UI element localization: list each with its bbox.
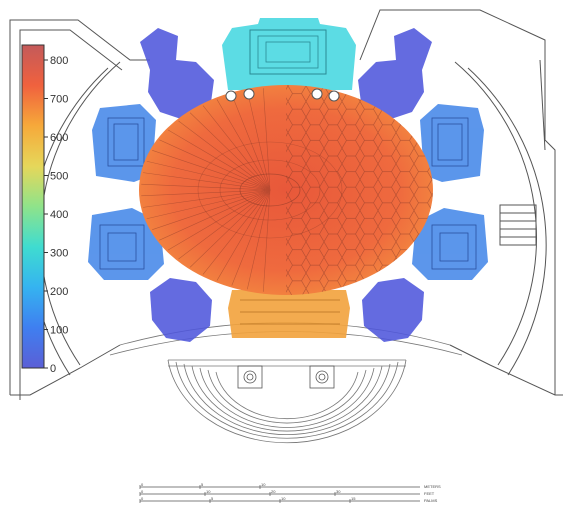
colorbar-tick-label: 0 — [50, 363, 56, 375]
colorbar-tick-label: 400 — [50, 209, 68, 221]
scale-tick-label: 0 — [141, 489, 144, 494]
north-chapel-zone — [222, 18, 356, 90]
scale-tick-label: 10 — [206, 489, 211, 494]
scale-tick-label: 5 — [201, 482, 204, 487]
scale-tick-label: 5 — [211, 496, 214, 501]
scale-unit-label: METERS — [424, 484, 441, 489]
floorplan-walls — [9, 9, 563, 400]
colorbar-tick-label: 200 — [50, 286, 68, 298]
colorbar: 0 100 200 300 400 500 600 700 800 — [21, 44, 68, 375]
apse-steps — [109, 322, 463, 444]
corner-chapel-zones — [140, 28, 432, 342]
colorbar-tick-label: 800 — [50, 55, 68, 67]
side-chapel-details — [99, 117, 477, 270]
scale-tick-label: 30 — [336, 489, 341, 494]
scale-tick-label: 10 — [281, 496, 286, 501]
scale-tick-label: 10 — [261, 482, 266, 487]
colorbar-ticks: 0 100 200 300 400 500 600 700 800 — [44, 55, 68, 375]
colorbar-tick-label: 600 — [50, 132, 68, 144]
scale-tick-label: 20 — [271, 489, 276, 494]
colorbar-tick-label: 100 — [50, 325, 68, 337]
colorbar-tick-label: 300 — [50, 248, 68, 260]
scale-tick-label: 0 — [141, 496, 144, 501]
scale-unit-label: PALMS — [424, 498, 438, 503]
heat-zones — [88, 18, 488, 342]
column-markers — [225, 88, 340, 102]
south-entry-zone — [228, 290, 350, 338]
colorbar-tick-label: 700 — [50, 94, 68, 106]
scale-tick-label: 0 — [141, 482, 144, 487]
scale-unit-label: FEET — [424, 491, 435, 496]
colorbar-gradient — [21, 44, 45, 369]
scale-tick-label: 15 — [351, 496, 356, 501]
colorbar-tick-label: 500 — [50, 171, 68, 183]
central-dome-zone — [139, 85, 433, 295]
